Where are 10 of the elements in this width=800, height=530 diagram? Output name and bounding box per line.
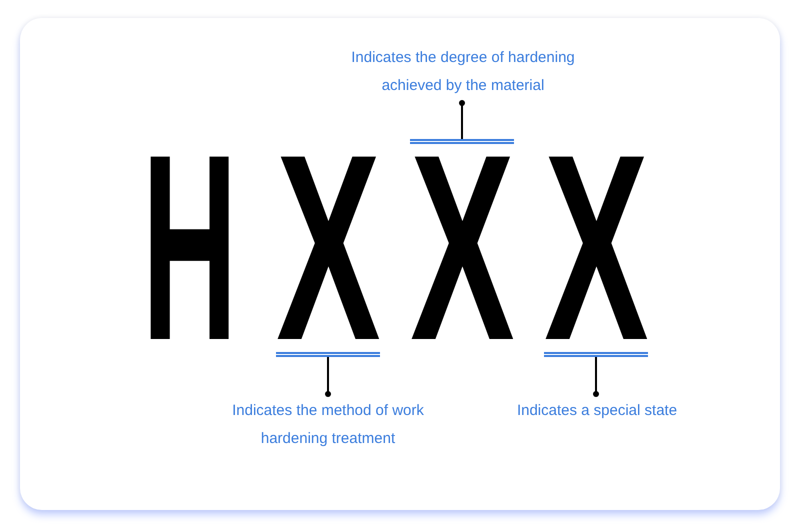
code-letter: X bbox=[276, 153, 380, 357]
annotation-text: Indicates a special state bbox=[477, 397, 717, 425]
code-letter: H bbox=[142, 153, 238, 343]
code-letter: X bbox=[410, 139, 514, 343]
leader-line bbox=[325, 357, 331, 397]
leader-line bbox=[593, 357, 599, 397]
leader-line bbox=[459, 100, 465, 139]
annotation-text: Indicates the degree of hardening achieved by the material bbox=[323, 44, 603, 100]
annotation-text: Indicates the method of work hardening treatment bbox=[198, 397, 458, 453]
code-letter: X bbox=[544, 153, 648, 357]
